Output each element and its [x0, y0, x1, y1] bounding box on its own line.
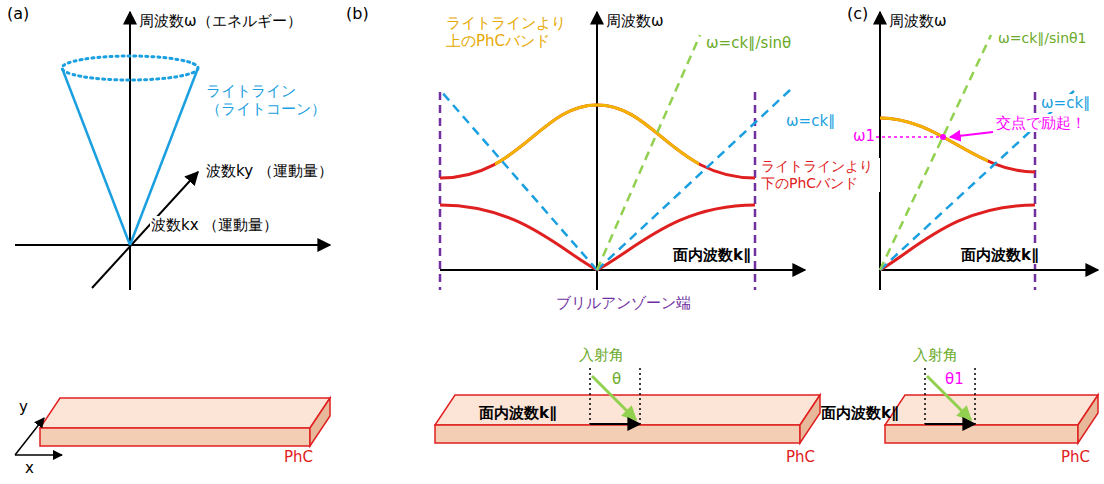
guide-line: [974, 368, 976, 424]
label: ω1: [852, 127, 876, 145]
label: (c): [846, 4, 869, 23]
omega-axis: [879, 12, 881, 290]
guide-line: [589, 368, 591, 424]
light-line: [440, 90, 597, 270]
label: 面内波数k∥: [820, 404, 899, 422]
label: ω=ck∥/sinθ1: [997, 30, 1088, 47]
label: (a): [6, 4, 30, 23]
label: ライトラインより 下のPhCバンド: [760, 158, 880, 192]
label: PhC: [785, 448, 816, 466]
y-axis-arrow: [15, 418, 44, 455]
label: (b): [345, 4, 370, 23]
phc-slab: [310, 398, 330, 446]
phc-slab: [1078, 395, 1098, 443]
phc-slab: [435, 425, 800, 443]
panel-a: [15, 12, 330, 455]
k-arrow: [590, 423, 640, 425]
label: 面内波数k∥: [478, 404, 557, 422]
label: 波数ky （運動量）: [205, 162, 334, 180]
light-cone: [62, 68, 130, 245]
label: ライトラインより 上のPhCバンド: [445, 14, 576, 50]
label: 交点で励起！: [995, 114, 1087, 132]
label: ω=ck∥: [785, 112, 837, 130]
label: 入射角: [578, 346, 625, 364]
brillouin-edge: [439, 92, 442, 290]
label: 面内波数k∥: [672, 246, 751, 264]
x-axis-arrow: [15, 454, 62, 456]
phc-slab: [40, 398, 330, 428]
panel-b: [435, 12, 820, 443]
phc-slab: [885, 425, 1078, 443]
callout-arrow: [950, 132, 993, 137]
upper-band: [495, 105, 699, 178]
guide-line: [639, 368, 641, 424]
incidence-line: [880, 35, 991, 270]
guide-line: [924, 368, 926, 424]
label: PhC: [283, 448, 314, 466]
label: y: [18, 398, 29, 416]
omega-axis: [596, 12, 598, 290]
light-cone-rim: [62, 56, 198, 80]
label: 周波数ω（エネルギー）: [138, 12, 303, 30]
label: ライトライン （ライトコーン）: [205, 82, 336, 118]
label: 波数kx （運動量）: [150, 216, 279, 234]
kx-axis: [15, 244, 330, 246]
k-axis: [880, 269, 1098, 271]
k-arrow: [925, 423, 975, 425]
lower-band: [440, 205, 597, 270]
upper-band: [880, 118, 988, 172]
label: ブリルアンゾーン端: [555, 294, 692, 312]
label: θ1: [944, 370, 965, 388]
label: 周波数ω: [888, 12, 948, 30]
omega1-guide: [876, 136, 943, 138]
label: x: [24, 459, 35, 477]
label: 入射角: [912, 346, 959, 364]
label: PhC: [1060, 448, 1091, 466]
label: ω=ck∥: [1040, 94, 1092, 112]
phc-slab: [885, 395, 1098, 425]
label: θ: [611, 370, 622, 388]
panel-c: [876, 12, 1098, 443]
incidence-line: [597, 35, 700, 270]
label: ω=ck∥/sinθ: [705, 34, 792, 52]
k-axis: [440, 269, 805, 271]
phc-slab: [40, 428, 310, 446]
label: 周波数ω: [605, 12, 665, 30]
label: 面内波数k∥: [960, 246, 1039, 264]
phc-slab: [800, 395, 820, 443]
crossing-point: [940, 134, 946, 140]
